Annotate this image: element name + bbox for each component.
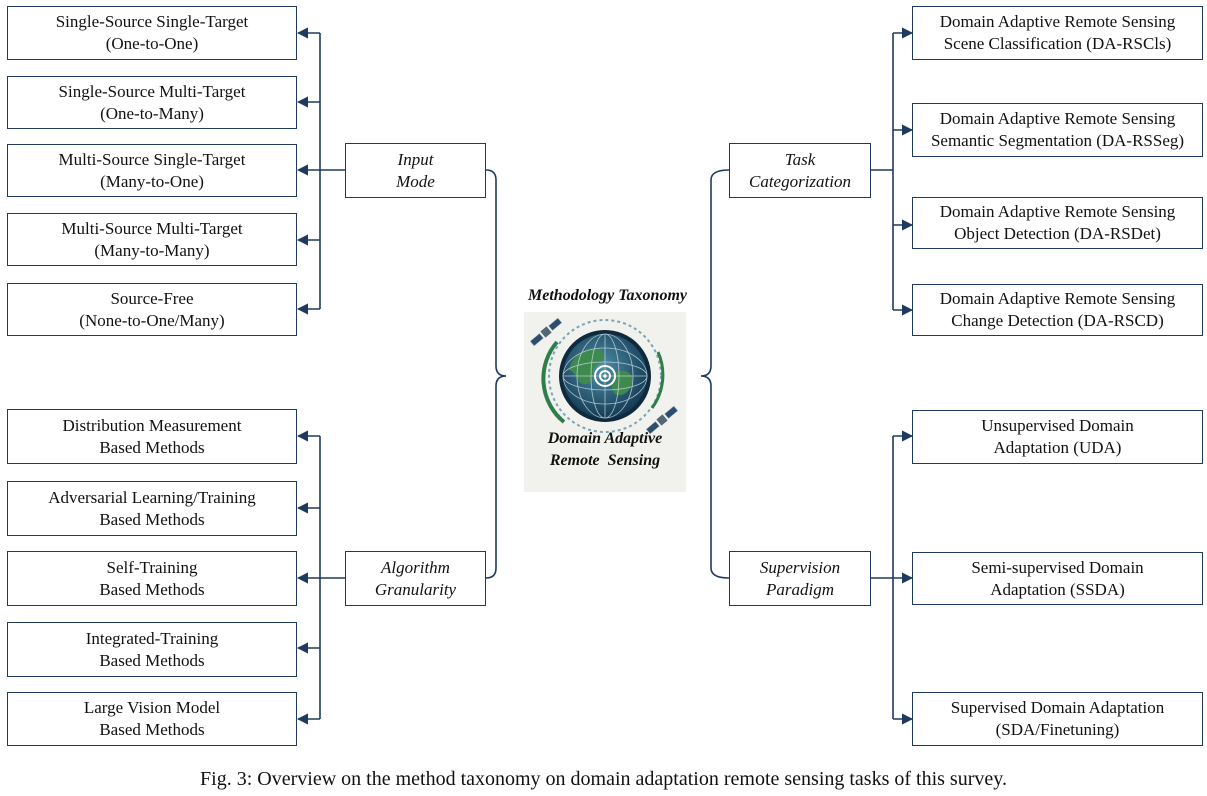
category-supervision-paradigm: Supervision Paradigm	[729, 551, 871, 606]
item-line: Based Methods	[99, 509, 205, 529]
category-line: Mode	[396, 171, 435, 191]
algorithm-item: Self-Training Based Methods	[7, 551, 297, 606]
item-line: Self-Training	[106, 557, 198, 577]
item-line: Based Methods	[99, 437, 205, 457]
item-line: (Many-to-Many)	[94, 240, 210, 260]
category-line: Task	[784, 149, 816, 169]
category-algorithm-granularity: Algorithm Granularity	[345, 551, 486, 606]
item-line: Based Methods	[99, 650, 205, 670]
item-line: Semi-supervised Domain	[971, 557, 1144, 577]
task-item: Domain Adaptive Remote Sensing Scene Cla…	[912, 6, 1203, 60]
algorithm-item: Integrated-Training Based Methods	[7, 622, 297, 677]
supervision-item: Semi-supervised Domain Adaptation (SSDA)	[912, 552, 1203, 605]
item-line: Based Methods	[99, 579, 205, 599]
category-line: Granularity	[374, 579, 457, 599]
figure-caption: Fig. 3: Overview on the method taxonomy …	[200, 768, 1007, 790]
item-line: Single-Source Single-Target	[55, 12, 249, 31]
item-line: Domain Adaptive Remote Sensing	[939, 289, 1176, 308]
item-line: Change Detection (DA-RSCD)	[951, 311, 1164, 330]
input-mode-item: Single-Source Multi-Target (One-to-Many)	[7, 76, 297, 129]
input-mode-item: Single-Source Single-Target (One-to-One)	[7, 6, 297, 60]
center-image-caption: Domain Adaptive Remote Sensing	[524, 428, 686, 472]
item-line: (None-to-One/Many)	[79, 310, 225, 330]
category-input-mode: Input Mode	[345, 143, 486, 198]
item-line: Scene Classification (DA-RSCls)	[943, 34, 1172, 53]
category-line: Input	[397, 149, 434, 169]
item-line: Based Methods	[99, 720, 205, 739]
caption-line: Remote Sensing	[549, 452, 661, 469]
category-line: Algorithm	[381, 557, 450, 577]
item-line: Adversarial Learning/Training	[48, 487, 256, 507]
input-mode-item: Multi-Source Multi-Target (Many-to-Many)	[7, 213, 297, 266]
item-line: Multi-Source Multi-Target	[61, 218, 243, 238]
item-line: (One-to-Many)	[100, 103, 204, 123]
item-line: Multi-Source Single-Target	[58, 149, 246, 169]
category-line: Categorization	[748, 171, 851, 191]
item-line: Integrated-Training	[85, 628, 219, 648]
caption-line: Domain Adaptive	[547, 430, 663, 447]
algorithm-item: Distribution Measurement Based Methods	[7, 409, 297, 464]
supervision-item: Unsupervised Domain Adaptation (UDA)	[912, 410, 1203, 464]
item-line: (SDA/Finetuning)	[995, 720, 1120, 739]
item-line: (Many-to-One)	[100, 171, 204, 191]
input-mode-item: Source-Free (None-to-One/Many)	[7, 283, 297, 336]
left-bracket	[485, 169, 507, 579]
item-line: Domain Adaptive Remote Sensing	[939, 202, 1176, 221]
task-item: Domain Adaptive Remote Sensing Object De…	[912, 197, 1203, 249]
center-title: Methodology Taxonomy	[505, 280, 710, 312]
right-bracket	[700, 169, 730, 579]
supervision-item: Supervised Domain Adaptation (SDA/Finetu…	[912, 692, 1203, 746]
category-line: Paradigm	[766, 579, 834, 599]
center-taxonomy-block: Methodology Taxonomy	[505, 280, 710, 492]
input-mode-item: Multi-Source Single-Target (Many-to-One)	[7, 144, 297, 197]
item-line: Adaptation (SSDA)	[990, 579, 1125, 599]
item-line: Unsupervised Domain	[981, 416, 1134, 435]
item-line: Large Vision Model	[83, 698, 221, 717]
task-item: Domain Adaptive Remote Sensing Change De…	[912, 284, 1203, 336]
algorithm-item: Large Vision Model Based Methods	[7, 692, 297, 746]
task-item: Domain Adaptive Remote Sensing Semantic …	[912, 103, 1203, 157]
item-line: Supervised Domain Adaptation	[950, 698, 1165, 717]
item-line: Source-Free	[110, 288, 194, 308]
algorithm-item: Adversarial Learning/Training Based Meth…	[7, 481, 297, 536]
item-line: Distribution Measurement	[62, 415, 242, 435]
item-line: Single-Source Multi-Target	[58, 81, 246, 101]
category-line: Supervision	[759, 557, 841, 577]
item-line: Semantic Segmentation (DA-RSSeg)	[930, 131, 1185, 150]
globe-satellite-icon: Domain Adaptive Remote Sensing	[524, 312, 686, 492]
category-task-categorization: Task Categorization	[729, 143, 871, 198]
item-line: Domain Adaptive Remote Sensing	[939, 12, 1176, 31]
item-line: (One-to-One)	[105, 34, 199, 53]
item-line: Object Detection (DA-RSDet)	[954, 224, 1161, 243]
item-line: Domain Adaptive Remote Sensing	[939, 109, 1176, 128]
item-line: Adaptation (UDA)	[993, 438, 1122, 457]
